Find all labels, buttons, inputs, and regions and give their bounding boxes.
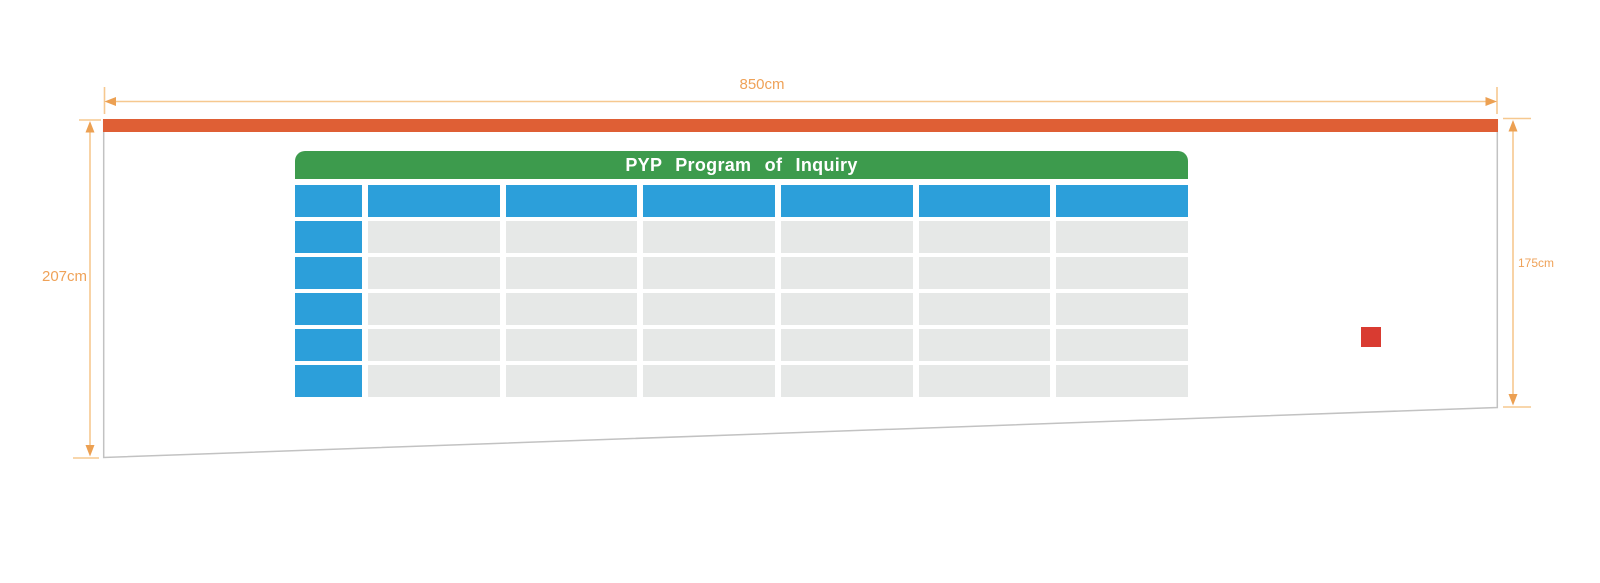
- header-cell: [781, 185, 913, 217]
- left-height-dimension-line: [73, 119, 101, 459]
- row-label-cell: [295, 293, 362, 325]
- header-cell: [1056, 185, 1188, 217]
- content-cell: [918, 293, 1051, 325]
- content-cell: [505, 257, 638, 289]
- content-cell: [505, 365, 638, 397]
- left-height-dimension-label: 207cm: [42, 268, 88, 285]
- row-label-cell: [295, 257, 362, 289]
- poi-grid: [295, 185, 1188, 397]
- content-cell: [368, 365, 500, 397]
- width-dimension-label: 850cm: [739, 76, 785, 93]
- content-cell: [1056, 329, 1188, 361]
- header-cell: [643, 185, 775, 217]
- content-cell: [643, 329, 775, 361]
- content-cell: [918, 329, 1051, 361]
- content-cell: [918, 221, 1051, 253]
- header-cell: [295, 185, 362, 217]
- content-cell: [1056, 221, 1188, 253]
- row-label-cell: [295, 365, 362, 397]
- content-cell: [505, 329, 638, 361]
- right-height-dimension-label: 175cm: [1518, 256, 1555, 270]
- content-cell: [505, 293, 638, 325]
- content-cell: [368, 257, 500, 289]
- content-cell: [781, 221, 913, 253]
- content-cell: [1056, 293, 1188, 325]
- content-cell: [505, 221, 638, 253]
- header-cell: [918, 185, 1051, 217]
- content-cell: [918, 365, 1051, 397]
- content-cell: [643, 365, 775, 397]
- content-cell: [368, 221, 500, 253]
- header-cell: [505, 185, 638, 217]
- content-cell: [781, 257, 913, 289]
- content-cell: [918, 257, 1051, 289]
- poi-board-title: PYP Program of Inquiry: [295, 151, 1188, 179]
- width-dimension-line: [103, 87, 1498, 114]
- row-label-cell: [295, 221, 362, 253]
- wall-top-stripe: [103, 119, 1498, 132]
- content-cell: [781, 329, 913, 361]
- red-marker: [1361, 327, 1381, 347]
- content-cell: [781, 293, 913, 325]
- row-label-cell: [295, 329, 362, 361]
- content-cell: [643, 221, 775, 253]
- content-cell: [368, 293, 500, 325]
- header-cell: [368, 185, 500, 217]
- content-cell: [368, 329, 500, 361]
- content-cell: [1056, 257, 1188, 289]
- right-height-dimension-line: [1503, 117, 1531, 408]
- content-cell: [643, 257, 775, 289]
- content-cell: [1056, 365, 1188, 397]
- poi-board: PYP Program of Inquiry: [295, 151, 1188, 397]
- content-cell: [643, 293, 775, 325]
- content-cell: [781, 365, 913, 397]
